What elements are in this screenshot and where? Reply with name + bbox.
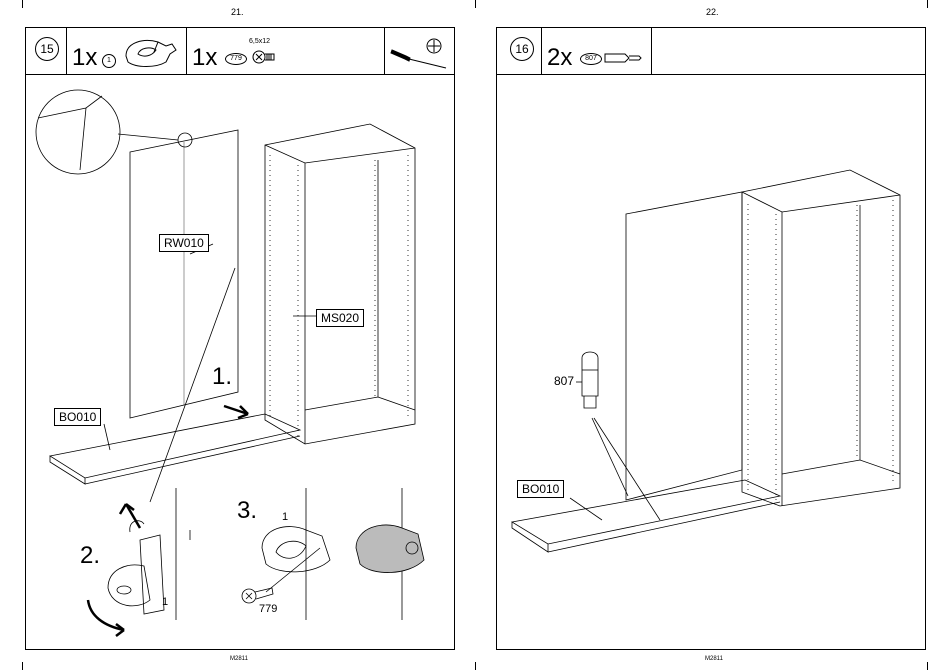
cabinet bbox=[742, 170, 900, 506]
part-callout-807: 807 bbox=[554, 374, 574, 388]
back-panel bbox=[626, 192, 742, 500]
part-label-bo010: BO010 bbox=[517, 480, 564, 498]
